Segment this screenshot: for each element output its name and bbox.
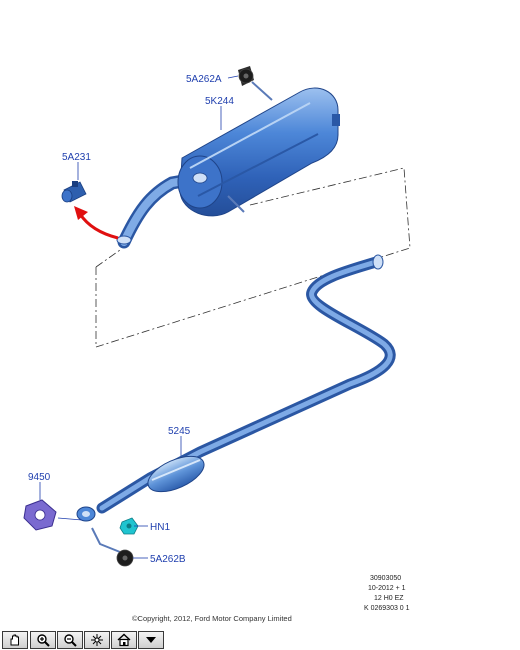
zoom-in-button[interactable] (30, 631, 56, 649)
front-pipe-5245 (76, 254, 396, 553)
fit-view-icon (91, 634, 103, 646)
more-options-button[interactable] (138, 631, 164, 649)
pan-button[interactable] (2, 631, 28, 649)
zoom-out-icon (64, 634, 77, 647)
fit-view-button[interactable] (84, 631, 110, 649)
drawing-code-2: 10-2012 + 1 (368, 585, 406, 592)
drawing-code-3: 12 H0 EZ (374, 595, 404, 602)
zoom-out-button[interactable] (57, 631, 83, 649)
callout-5a262b: 5A262B (150, 554, 186, 565)
home-button[interactable] (111, 631, 137, 649)
callout-5245: 5245 (168, 426, 191, 437)
viewer-toolbar (0, 630, 520, 650)
insulator-5a262a (238, 66, 254, 86)
callout-5a231: 5A231 (62, 152, 91, 163)
drawing-code-1: 30903050 (370, 575, 402, 582)
callout-9450: 9450 (28, 472, 51, 483)
muffler-5k244 (116, 81, 340, 249)
clamp-5a231 (61, 181, 87, 203)
nut-hn1 (119, 517, 139, 535)
callout-5k244: 5K244 (205, 96, 234, 107)
drawing-code-4: K 0269303 0 1 (364, 605, 410, 612)
copyright-notice: ©Copyright, 2012, Ford Motor Company Lim… (132, 614, 292, 623)
home-icon (117, 633, 131, 647)
exhaust-system-diagram: 5A262A 5K244 5A231 5245 9450 HN1 5A262B (23, 66, 411, 567)
zoom-in-icon (37, 634, 50, 647)
connection-outline (95, 167, 411, 348)
gasket-9450 (23, 499, 57, 531)
callout-5a262a: 5A262A (186, 74, 222, 85)
insulator-5a262b (116, 549, 134, 567)
dropdown-arrow-icon (146, 637, 156, 643)
callout-hn1: HN1 (150, 522, 170, 533)
fitting-direction-arrow (74, 206, 119, 240)
leader-lines (39, 75, 239, 559)
pan-hand-icon (10, 634, 19, 646)
